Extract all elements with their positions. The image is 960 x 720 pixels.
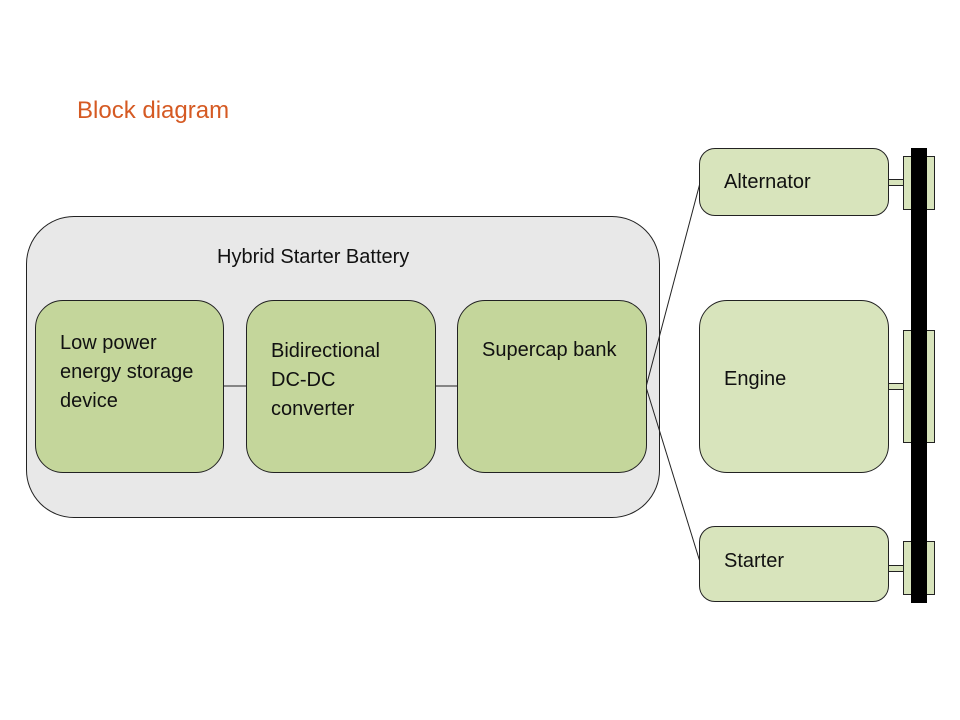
- alternator-shaft: [888, 179, 904, 186]
- diagram-title: Block diagram: [77, 97, 230, 124]
- block-low-power-storage: Low power energy storage device: [35, 300, 224, 473]
- block-text-line: converter: [271, 398, 355, 420]
- starter-shaft: [888, 565, 904, 572]
- wire-supercap-alternator: [645, 182, 701, 388]
- block-dc-dc-converter: Bidirectional DC-DC converter: [246, 300, 436, 473]
- block-starter: Starter: [699, 526, 889, 602]
- block-engine: Engine: [699, 300, 889, 473]
- block-label: Starter: [724, 550, 785, 572]
- block-label: Engine: [724, 368, 787, 390]
- block-text-line: Bidirectional: [271, 340, 380, 362]
- block-supercap-bank: Supercap bank: [457, 300, 647, 473]
- block-text-line: Supercap bank: [482, 339, 617, 361]
- block-label: Alternator: [724, 171, 811, 193]
- engine-shaft: [888, 383, 904, 390]
- block-text-line: Low power: [60, 332, 157, 354]
- block-text-line: DC-DC: [271, 369, 336, 391]
- hybrid-starter-battery-label: Hybrid Starter Battery: [217, 246, 410, 268]
- drive-belt: [911, 148, 927, 603]
- block-alternator: Alternator: [699, 148, 889, 216]
- block-text-line: energy storage: [60, 361, 194, 383]
- block-text-line: device: [60, 390, 118, 412]
- wire-supercap-starter: [645, 386, 701, 563]
